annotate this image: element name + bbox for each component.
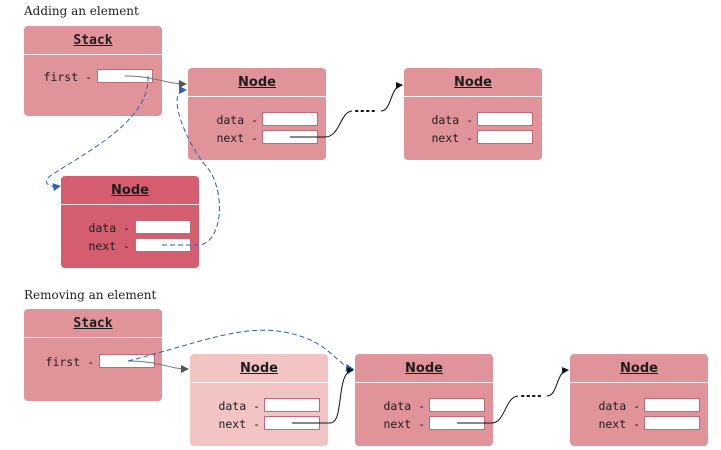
removing-node1-next-label: next - [383,417,425,431]
adding-stack-first-label: first - [43,70,92,84]
removing-node1-next-field: next - [363,417,425,432]
adding-first-to-new-node-arrow [45,75,149,192]
adding-node1-data-label: data - [216,113,258,127]
adding-new-node-next-label: next - [88,239,130,253]
removing-node1-data-slot [429,398,485,412]
removing-stack-first-label: first - [45,355,94,369]
removing-removed-node-next-field: next - [198,417,260,432]
adding-node2-next-field: next - [411,131,473,146]
adding-node1-title: Node [188,68,326,97]
removing-stack-title: Stack [24,309,162,338]
adding-node2-next-label: next - [431,131,473,145]
removing-node1-data-label: data - [383,399,425,413]
adding-node1-data-slot [262,112,318,126]
removing-node1-next-arrow [457,395,519,424]
adding-new-node-data-field: data - [68,221,130,236]
adding-stack-title: Stack [24,26,162,55]
removing-section-title: Removing an element [24,288,157,302]
removing-removed-node-data-field: data - [198,399,260,414]
adding-node2-data-slot [477,112,533,126]
adding-new-next-to-node1-arrow [162,86,220,246]
adding-new-node-data-slot [135,220,191,234]
adding-new-node-title: Node [61,176,199,205]
removing-stack-first-field: first - [32,355,94,370]
removing-node2-data-slot [644,398,700,412]
adding-new-node-data-label: data - [88,221,130,235]
removing-removed-next-arrow [292,367,354,424]
adding-first-to-node1-arrow [124,75,187,88]
adding-node2-data-field: data - [411,113,473,128]
removing-node2-data-field: data - [578,399,640,414]
removing-node1-title: Node [355,354,493,383]
adding-stack-first-field: first - [30,70,92,85]
removing-first-to-node1-arrow [127,329,354,372]
adding-node1-data-field: data - [196,113,258,128]
removing-node2-next-field: next - [578,417,640,432]
removing-removed-node-data-label: data - [218,399,260,413]
removing-node2-next-label: next - [598,417,640,431]
adding-node2-next-slot [477,130,533,144]
removing-node1-data-field: data - [363,399,425,414]
adding-node1-next-label: next - [216,131,258,145]
adding-node2-title: Node [404,68,542,97]
removing-removed-node-title: Node [190,354,328,383]
adding-node2-data-label: data - [431,113,473,127]
removing-stack-first-slot [99,354,155,368]
removing-node2-data-label: data - [598,399,640,413]
adding-dots-to-node2-arrow [380,82,403,112]
removing-removed-node-next-label: next - [218,417,260,431]
adding-section-title: Adding an element [24,4,139,18]
removing-node2-next-slot [644,416,700,430]
removing-removed-node-data-slot [264,398,320,412]
adding-new-node-next-field: next - [68,239,130,254]
adding-node1-next-arrow [290,110,353,138]
removing-first-to-removed-arrow [127,360,189,373]
removing-dots-to-node2-arrow [546,367,569,397]
adding-node1-next-field: next - [196,131,258,146]
removing-node2-title: Node [570,354,708,383]
